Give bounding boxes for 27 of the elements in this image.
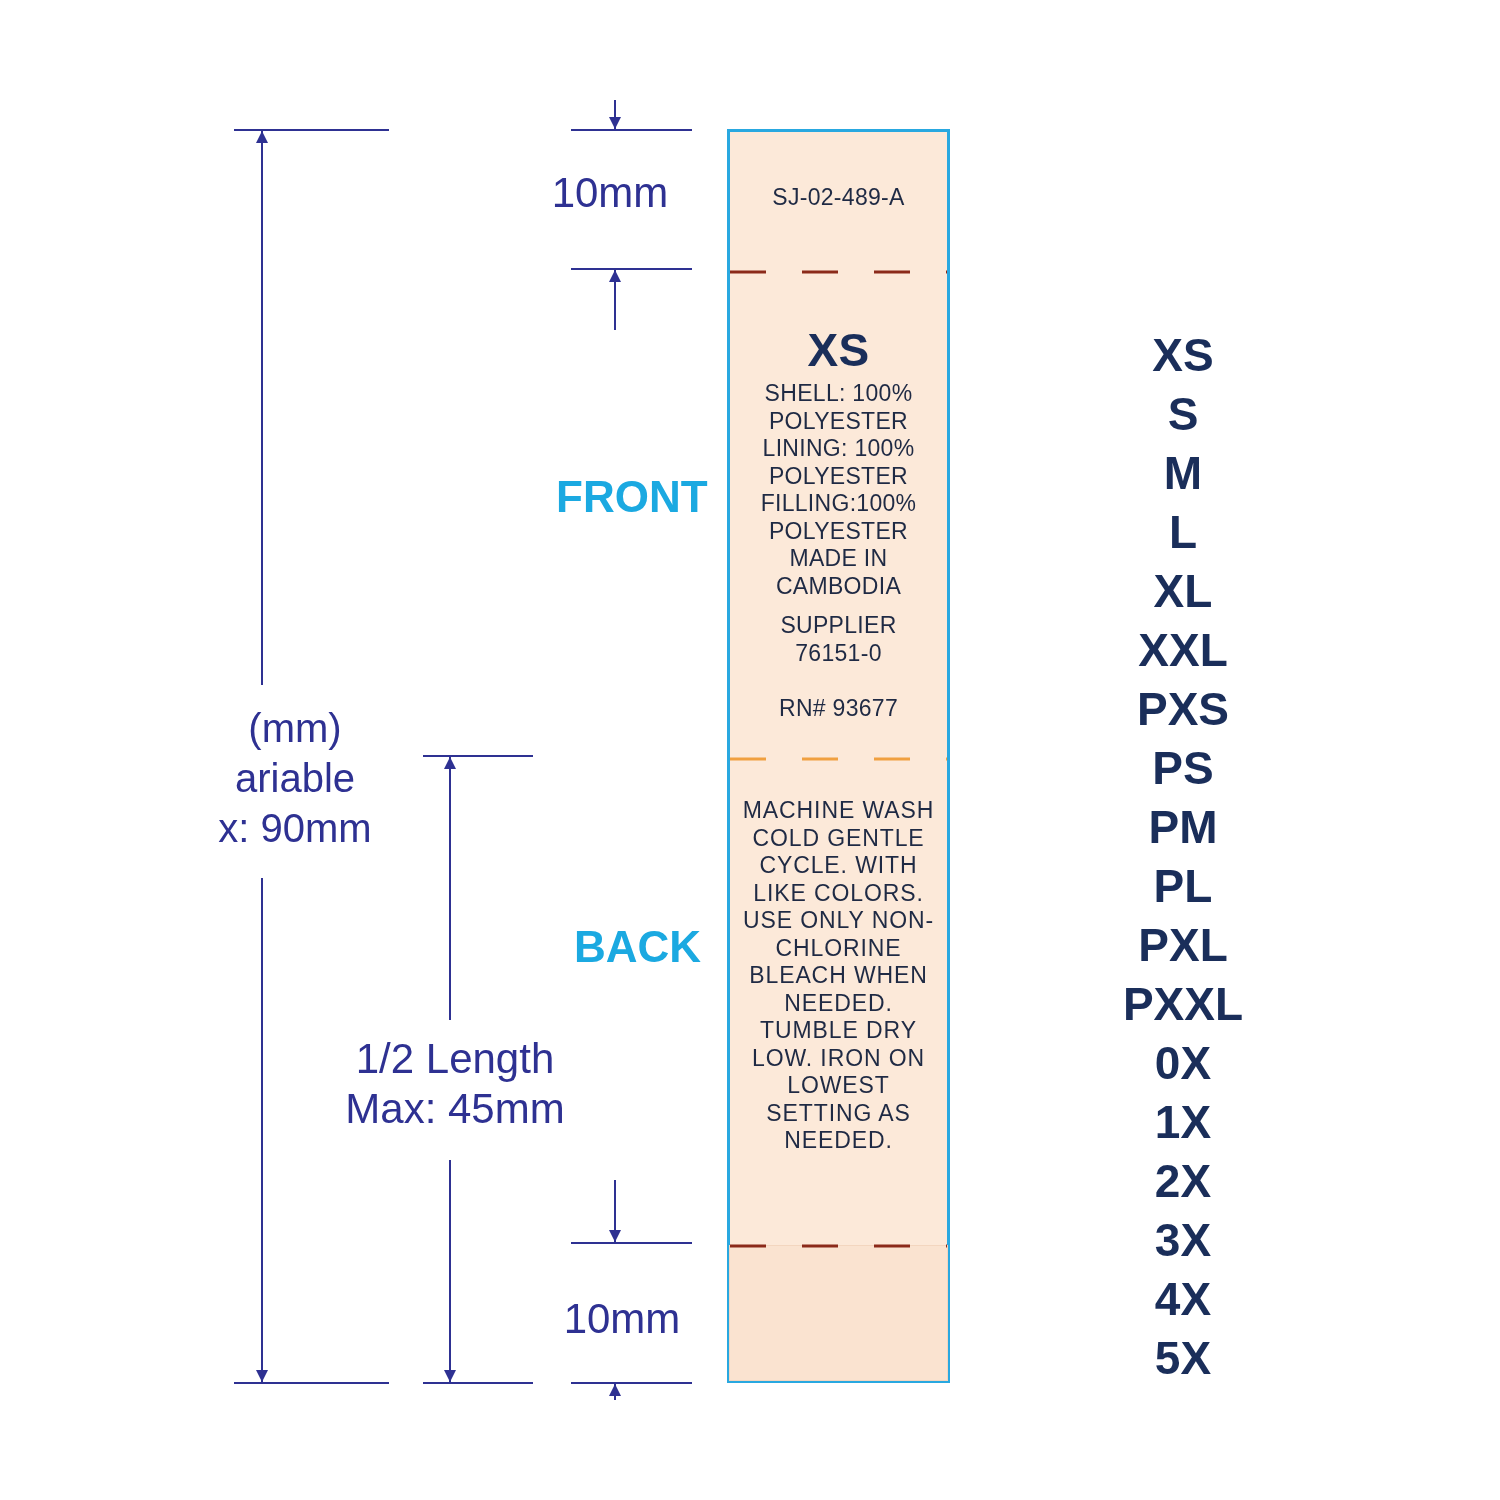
rn-number-text: RN# 93677 bbox=[777, 695, 900, 723]
label-panel bbox=[730, 1246, 947, 1380]
size-option-text: 2X bbox=[1153, 1154, 1213, 1209]
size-option-text: 4X bbox=[1153, 1272, 1213, 1327]
size-option-text: M bbox=[1162, 446, 1204, 501]
size-option-text: PL bbox=[1152, 859, 1214, 914]
side-heading: BACK bbox=[574, 922, 702, 972]
size-option-text: XS bbox=[1151, 328, 1215, 383]
size-option-text: XL bbox=[1152, 564, 1214, 619]
size-option-text: PXL bbox=[1137, 918, 1229, 973]
size-option-text: XXL bbox=[1137, 623, 1229, 678]
size-option-text: 0X bbox=[1153, 1036, 1213, 1091]
size-option-text: PM bbox=[1147, 800, 1219, 855]
size-option-text: 3X bbox=[1153, 1213, 1213, 1268]
size-option-text: PXS bbox=[1135, 682, 1230, 737]
supplier-text: SUPPLIER 76151-0 bbox=[779, 612, 898, 667]
care-instructions-text: MACHINE WASH COLD GENTLE CYCLE. WITH LIKE COLORS. USE ONLY NON-CHLORINE BLEACH WHEN NEEDED. TUMBLE DRY LOW. IRON ON LOWEST SETTING AS NEEDED. bbox=[741, 797, 936, 1155]
fiber-content-text: SHELL: 100% POLYESTER LINING: 100% POLYESTER FILLING:100% POLYESTER MADE IN CAMBODIA bbox=[759, 380, 918, 600]
size-option-text: PXXL bbox=[1121, 977, 1245, 1032]
size-option-text: L bbox=[1167, 505, 1199, 560]
size-option-text: 1X bbox=[1153, 1095, 1213, 1150]
size-text: XS bbox=[806, 324, 871, 376]
size-option-text: S bbox=[1166, 387, 1200, 442]
size-option-text: PS bbox=[1151, 741, 1215, 796]
size-option-text: 5X bbox=[1153, 1331, 1213, 1386]
style-code-text: SJ-02-489-A bbox=[771, 184, 906, 212]
side-heading: FRONT bbox=[556, 472, 708, 522]
